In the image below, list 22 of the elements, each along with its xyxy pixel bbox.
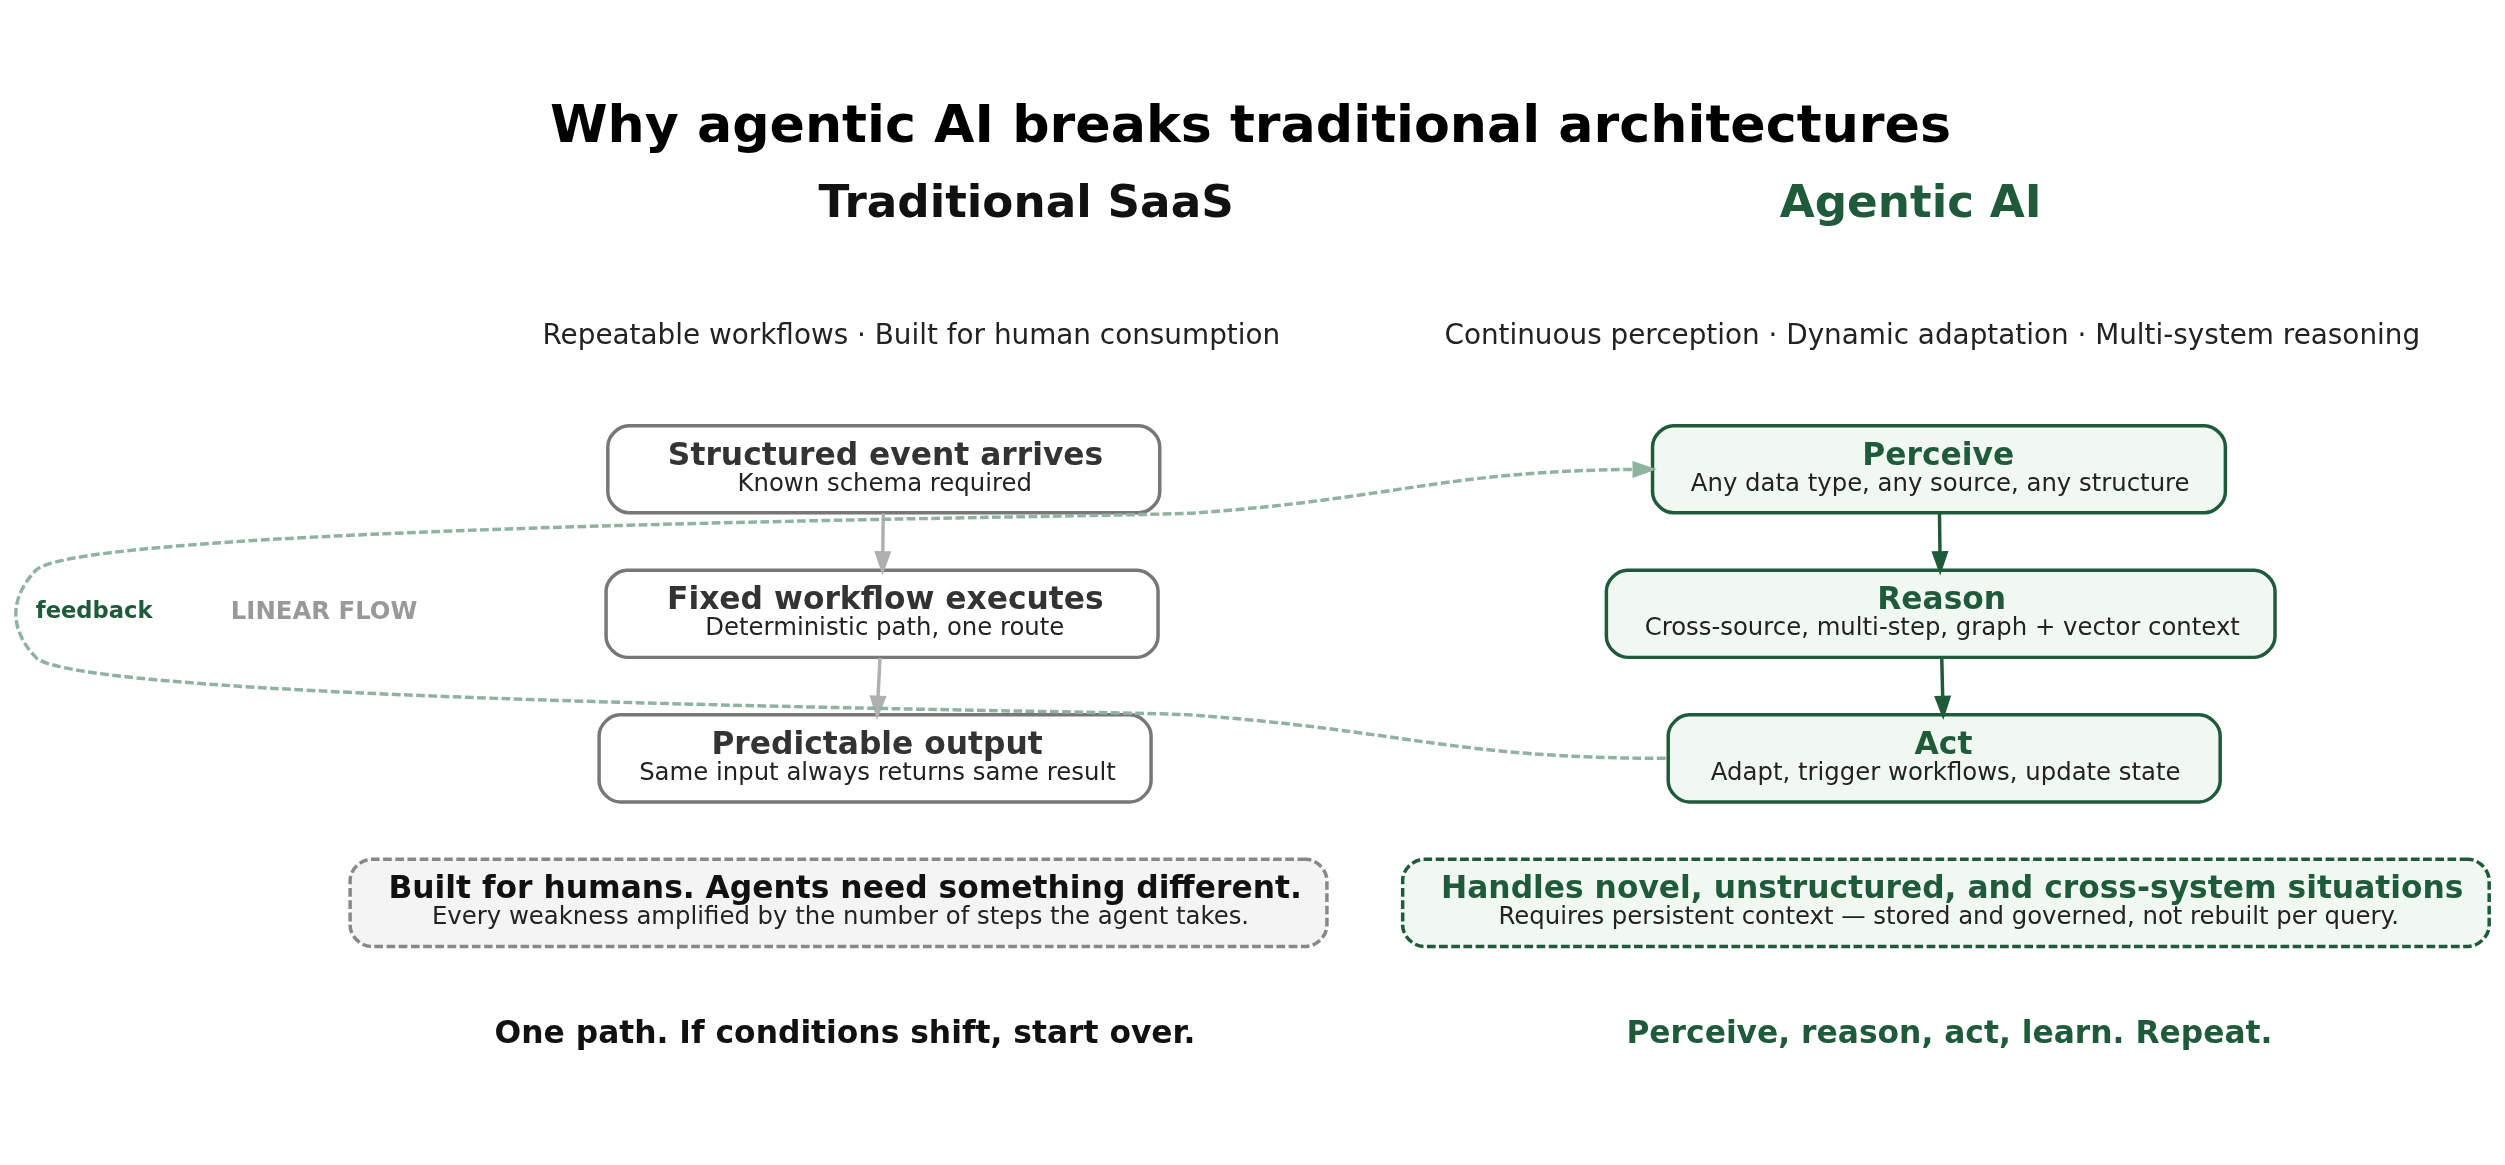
arrow: [869, 657, 887, 721]
label: LINEAR FLOW: [230, 595, 418, 625]
node-box: Perceive Any data type, any source, any structure: [1650, 424, 2228, 515]
edge-label: feedback: [35, 597, 153, 624]
label: Agentic AI: [1779, 174, 2042, 228]
arrow: [1934, 657, 1952, 721]
arrow: [1931, 513, 1949, 576]
label: Continuous perception · Dynamic adaptation · Multi-system reasoning: [1444, 317, 2421, 351]
node-box: Handles novel, unstructured, and cross-system situations Requires persistent context — stored and governed, not rebuilt per query.: [1400, 857, 2491, 949]
node-box: Fixed workflow executes Deterministic path, one route: [604, 568, 1160, 660]
diagram-title: Why agentic AI breaks traditional architectures: [549, 93, 1952, 154]
arrow: [14, 460, 1666, 761]
label: Perceive, reason, act, learn. Repeat.: [1626, 1013, 2273, 1050]
node-box: Reason Cross-source, multi-step, graph + vector context: [1604, 568, 2277, 660]
node-box: Act Adapt, trigger workflows, update state: [1666, 713, 2222, 804]
node-box: Predictable output Same input always returns same result: [597, 713, 1153, 804]
node-box: Structured event arrives Known schema required: [606, 424, 1162, 515]
label: Repeatable workflows · Built for human consumption: [542, 317, 1281, 351]
node-box: Built for humans. Agents need something different. Every weakness amplified by the number of steps the agent takes.: [348, 857, 1329, 949]
arrow: [874, 513, 892, 576]
label: Traditional SaaS: [818, 174, 1234, 228]
label: One path. If conditions shift, start over.: [494, 1013, 1196, 1050]
